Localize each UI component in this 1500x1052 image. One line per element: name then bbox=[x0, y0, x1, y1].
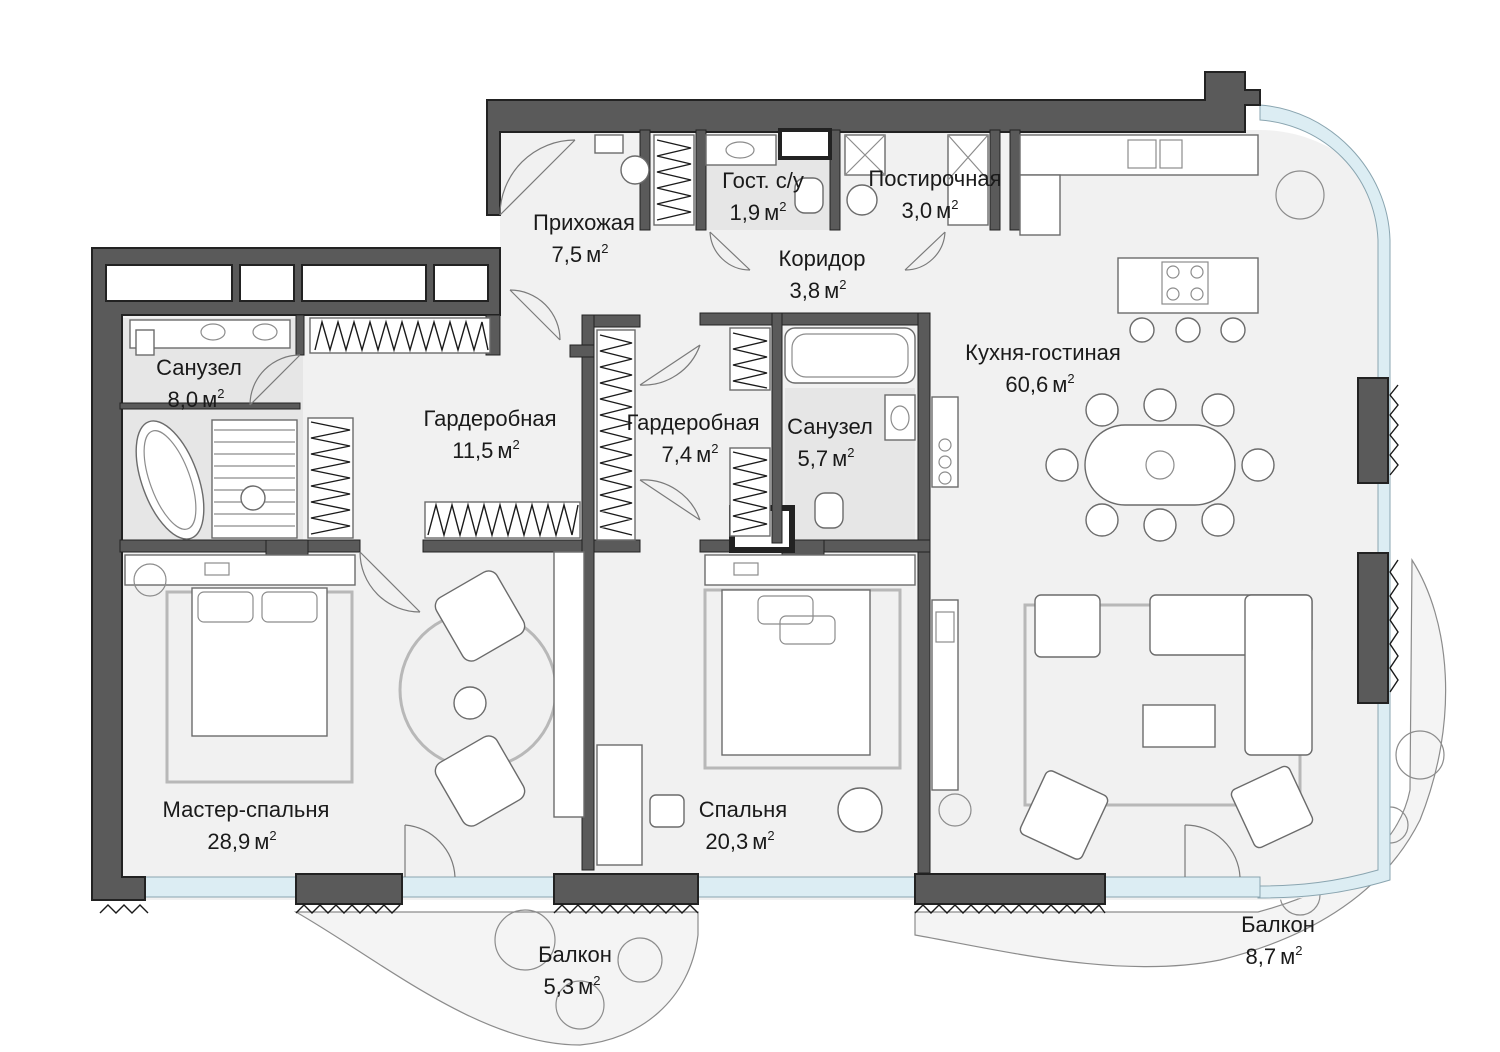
room-area: 1,9 bbox=[730, 200, 761, 225]
room-name: Мастер-спальня bbox=[163, 797, 330, 822]
room-name: Гардеробная bbox=[626, 410, 759, 435]
svg-text:28,9м2: 28,9м2 bbox=[207, 828, 276, 854]
room-area: 5,3 bbox=[544, 974, 575, 999]
area-unit-power: 2 bbox=[767, 828, 774, 843]
area-unit: м bbox=[696, 442, 711, 467]
master-bedroom-furniture bbox=[124, 551, 585, 827]
area-unit: м bbox=[497, 438, 512, 463]
exterior-walls bbox=[91, 71, 1389, 905]
area-unit-power: 2 bbox=[847, 445, 854, 460]
area-unit: м bbox=[254, 829, 269, 854]
area-unit-power: 2 bbox=[601, 241, 608, 256]
area-unit: м bbox=[936, 198, 951, 223]
room-area: 60,6 bbox=[1005, 372, 1048, 397]
svg-text:8,0м2: 8,0м2 bbox=[168, 386, 225, 412]
area-unit-power: 2 bbox=[839, 277, 846, 292]
room-name: Кухня-гостиная bbox=[965, 340, 1121, 365]
room-area: 8,0 bbox=[168, 387, 199, 412]
area-unit: м bbox=[578, 974, 593, 999]
room-name: Гардеробная bbox=[423, 406, 556, 431]
area-unit-power: 2 bbox=[269, 828, 276, 843]
area-unit-power: 2 bbox=[1295, 943, 1302, 958]
balcony-left-area bbox=[293, 909, 699, 1046]
room-area: 5,7 bbox=[798, 446, 829, 471]
area-unit: м bbox=[764, 200, 779, 225]
area-unit: м bbox=[752, 829, 767, 854]
area-unit-power: 2 bbox=[1067, 371, 1074, 386]
room-name: Балкон bbox=[1241, 912, 1315, 937]
area-unit-power: 2 bbox=[711, 441, 718, 456]
bedroom-furniture bbox=[596, 554, 916, 866]
room-area: 20,3 bbox=[705, 829, 748, 854]
svg-text:7,5м2: 7,5м2 bbox=[552, 241, 609, 267]
svg-text:20,3м2: 20,3м2 bbox=[705, 828, 774, 854]
svg-text:11,5м2: 11,5м2 bbox=[452, 437, 520, 463]
room-name: Санузел bbox=[787, 414, 873, 439]
svg-text:7,4м2: 7,4м2 bbox=[662, 441, 719, 467]
room-name: Прихожая bbox=[533, 210, 635, 235]
svg-text:3,0м2: 3,0м2 bbox=[902, 197, 959, 223]
kitchen-furniture bbox=[844, 134, 1259, 791]
area-unit: м bbox=[1052, 372, 1067, 397]
svg-text:8,7м2: 8,7м2 bbox=[1246, 943, 1303, 969]
area-unit: м bbox=[202, 387, 217, 412]
wardrobes bbox=[307, 134, 771, 541]
room-name: Постирочная bbox=[868, 166, 1001, 191]
room-name: Санузел bbox=[156, 355, 242, 380]
room-area: 7,4 bbox=[662, 442, 693, 467]
dining-set bbox=[1045, 388, 1275, 542]
svg-text:3,8м2: 3,8м2 bbox=[790, 277, 847, 303]
svg-text:1,9м2: 1,9м2 bbox=[730, 199, 787, 225]
bath-fixtures bbox=[129, 134, 916, 540]
room-area: 8,7 bbox=[1246, 944, 1277, 969]
area-unit: м bbox=[586, 242, 601, 267]
area-unit: м bbox=[824, 278, 839, 303]
room-area: 28,9 bbox=[207, 829, 250, 854]
plant-icons bbox=[133, 170, 1445, 827]
room-area: 11,5 bbox=[452, 438, 493, 463]
room-area: 3,0 bbox=[902, 198, 933, 223]
room-name: Балкон bbox=[538, 942, 612, 967]
area-unit: м bbox=[1280, 944, 1295, 969]
north-windows bbox=[105, 264, 489, 302]
area-unit-power: 2 bbox=[593, 973, 600, 988]
area-unit-power: 2 bbox=[951, 197, 958, 212]
room-area: 7,5 bbox=[552, 242, 583, 267]
wall-section-marks bbox=[99, 384, 1399, 914]
doors bbox=[249, 139, 1241, 878]
area-unit-power: 2 bbox=[513, 437, 520, 452]
svg-text:5,3м2: 5,3м2 bbox=[544, 973, 601, 999]
room-name: Спальня bbox=[699, 797, 787, 822]
area-unit: м bbox=[832, 446, 847, 471]
svg-text:5,7м2: 5,7м2 bbox=[798, 445, 855, 471]
room-area: 3,8 bbox=[790, 278, 821, 303]
svg-text:60,6м2: 60,6м2 bbox=[1005, 371, 1074, 397]
living-set bbox=[1019, 594, 1314, 860]
room-name: Гост. с/у bbox=[722, 168, 804, 193]
area-unit-power: 2 bbox=[779, 199, 786, 214]
area-unit-power: 2 bbox=[217, 386, 224, 401]
room-name: Коридор bbox=[779, 246, 866, 271]
